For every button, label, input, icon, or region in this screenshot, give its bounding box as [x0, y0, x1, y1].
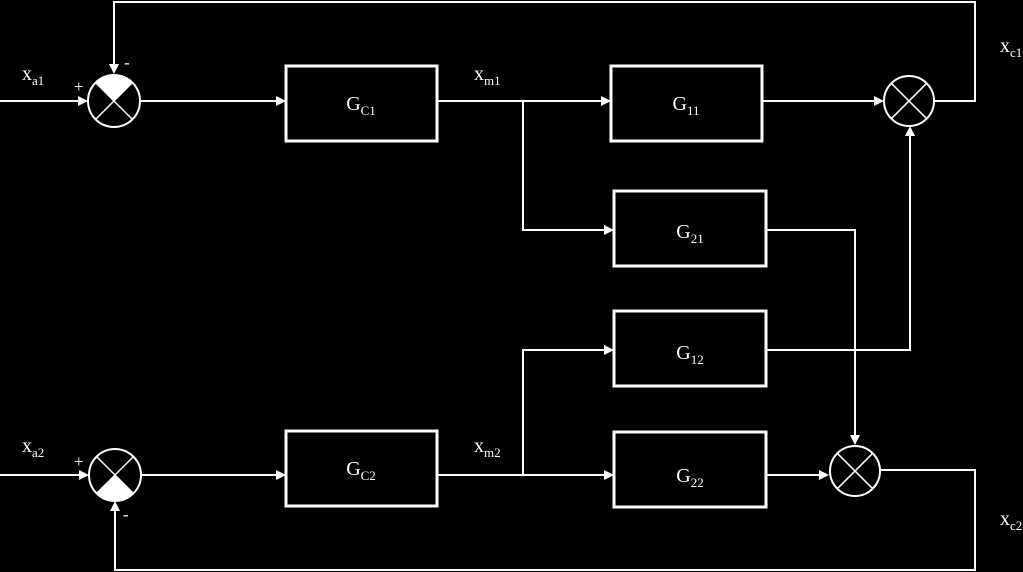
block-g21: G21 — [612, 189, 768, 268]
block-gc2-label: GC2 — [346, 458, 376, 483]
sum2-filled-quadrant — [96, 475, 134, 502]
arrow-into-gc1 — [276, 96, 286, 106]
wire-feedback-xc1 — [113, 1, 976, 102]
block-g21-label: G21 — [676, 221, 703, 246]
arrow-into-mult1-left — [874, 96, 884, 106]
wire-feedback-xc2 — [114, 469, 976, 571]
arrow-into-g12 — [604, 345, 614, 355]
sum1-plus-sign: + — [74, 77, 84, 96]
block-gc2: GC2 — [284, 429, 439, 508]
block-gc1: GC1 — [284, 64, 439, 143]
block-g22-label: G22 — [676, 465, 703, 490]
sum1-cross-b — [95, 82, 133, 120]
arrow-into-mult1-bottom — [905, 126, 915, 136]
wires — [0, 1, 976, 571]
signal-xa2-label: xa2 — [22, 435, 44, 460]
signal-xc1-label: xc1 — [1000, 35, 1022, 60]
arrow-into-sum1 — [78, 96, 88, 106]
arrow-into-mult2-left — [819, 470, 829, 480]
signal-xa1-label: xa1 — [22, 63, 44, 88]
output-junction-2 — [829, 445, 881, 497]
arrow-into-gc2 — [276, 470, 286, 480]
block-g11: G11 — [609, 64, 764, 143]
sum2-minus-sign: - — [123, 505, 129, 524]
block-g11-label: G11 — [673, 93, 700, 118]
block-g22: G22 — [612, 430, 768, 509]
arrow-into-g21 — [604, 225, 614, 235]
sum1-minus-sign: - — [124, 53, 130, 72]
arrow-into-g11 — [601, 96, 611, 106]
sum1-filled-quadrant — [95, 74, 133, 101]
wire-xm2-to-g12 — [522, 349, 606, 475]
signal-xm1-label: xm1 — [474, 63, 501, 88]
arrow-into-g22 — [604, 470, 614, 480]
sum2-cross-b — [96, 456, 134, 494]
signal-xc2-label: xc2 — [1000, 508, 1022, 533]
arrow-into-sum2-bottom — [110, 501, 120, 511]
signal-xm2-label: xm2 — [474, 435, 501, 460]
sum2-plus-sign: + — [74, 452, 84, 471]
output-junction-1 — [883, 75, 935, 127]
summing-junction-2 — [88, 448, 142, 502]
block-g12-label: G12 — [676, 342, 703, 367]
arrow-into-sum1-top — [109, 64, 119, 74]
summing-junction-1 — [87, 74, 141, 128]
block-gc1-label: GC1 — [346, 93, 376, 118]
arrowheads — [78, 64, 915, 511]
block-g12: G12 — [612, 309, 768, 388]
wire-g12-to-mult1 — [767, 134, 911, 351]
arrow-into-sum2 — [79, 470, 89, 480]
arrow-into-mult2-top — [850, 435, 860, 445]
wire-xm1-to-g21 — [522, 101, 606, 231]
wire-g21-to-mult2 — [767, 229, 856, 437]
